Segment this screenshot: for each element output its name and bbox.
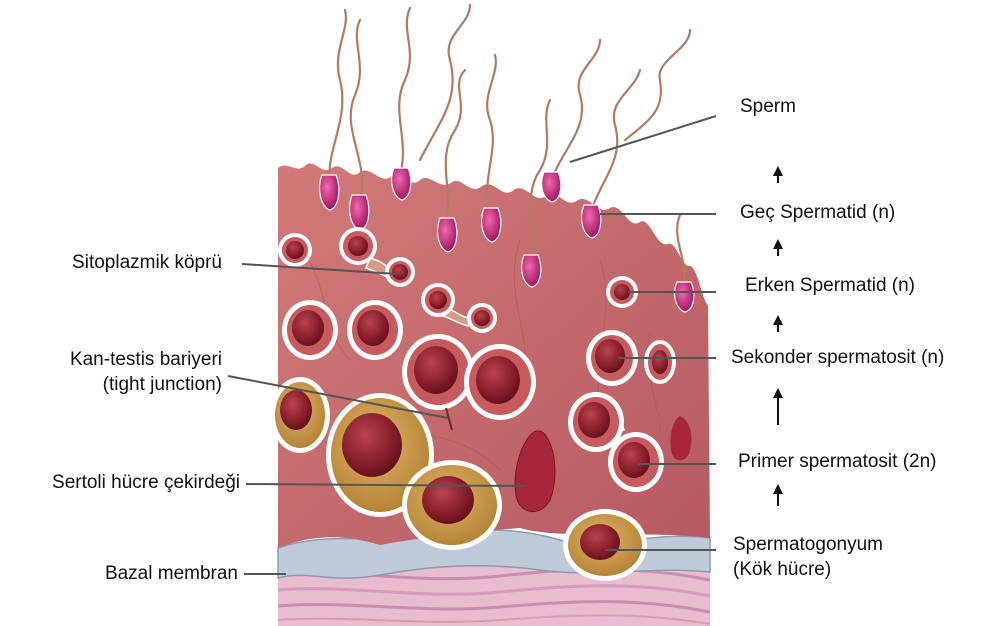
- cell: [385, 257, 415, 287]
- cell: [402, 460, 502, 550]
- cell: [467, 303, 497, 333]
- label-cytoplasmic-bridge: Sitoplazmik köprü: [20, 251, 222, 275]
- cell: [347, 300, 403, 360]
- label-primary-spermatocyte: Primer spermatosit (2n): [738, 450, 937, 474]
- label-blood-testis-barrier-1: Kan-testis bariyeri: [10, 348, 222, 372]
- up-arrow-icon: [773, 484, 783, 506]
- cell: [464, 344, 536, 420]
- label-secondary-spermatocyte: Sekonder spermatosit (n): [731, 346, 944, 370]
- cell: [563, 509, 647, 581]
- label-late-spermatid: Geç Spermatid (n): [740, 201, 895, 225]
- up-arrow-icon: [773, 388, 783, 425]
- label-blood-testis-barrier-2: (tight junction): [10, 373, 222, 397]
- cell: [282, 300, 338, 360]
- cell: [421, 283, 455, 317]
- label-sertoli-nucleus: Sertoli hücre çekirdeği: [4, 471, 240, 495]
- label-early-spermatid: Erken Spermatid (n): [745, 274, 915, 298]
- label-spermatogonium-1: Spermatogonyum: [733, 533, 883, 557]
- label-spermatogonium-2: (Kök hücre): [733, 558, 831, 582]
- cell: [644, 340, 676, 384]
- up-arrow-icon: [773, 315, 783, 332]
- leader-sperm: [570, 116, 716, 162]
- cell: [339, 227, 377, 265]
- cell: [402, 334, 474, 410]
- label-sperm: Sperm: [740, 95, 796, 119]
- cell: [270, 377, 330, 453]
- up-arrow-icon: [773, 239, 783, 256]
- cell: [608, 432, 664, 492]
- up-arrow-icon: [773, 166, 783, 183]
- label-basal-membrane: Bazal membran: [20, 562, 238, 586]
- cell: [278, 233, 312, 267]
